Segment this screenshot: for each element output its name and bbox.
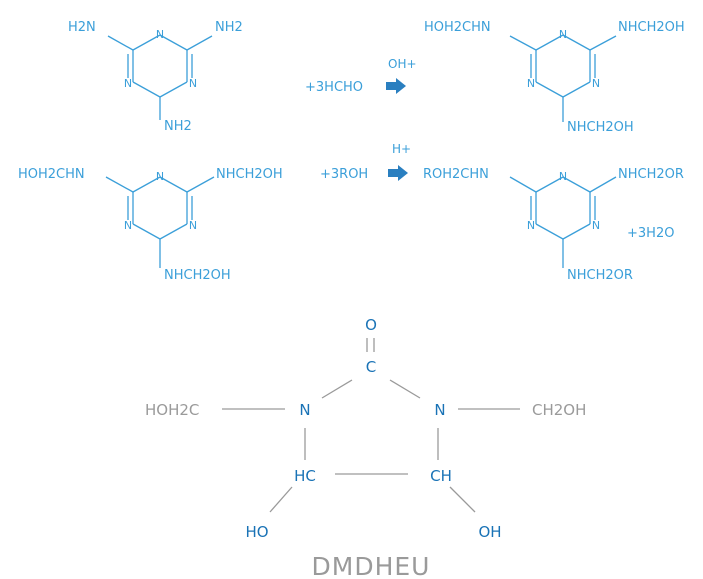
ring-n-right: N [592,77,600,90]
melamine-top-right: NH2 [215,20,243,35]
ring-n-right: N [189,77,197,90]
dmdheu-label: DMDHEU [312,552,431,579]
ring-n-right: N [189,219,197,232]
dmdheu-bonds [222,338,520,513]
melamine-bottom: NH2 [164,119,192,134]
dmdheu-right-group: CH2OH [532,401,586,419]
dmdheu-left-group: HOH2C [145,401,199,419]
ring-n-top: N [156,28,164,41]
arrow-icon [388,165,408,181]
ring-n-top: N [559,28,567,41]
dmdheu-hc: HC [294,467,316,485]
arrow-icon [386,78,406,94]
trimethylol-melamine-molecule-2 [105,176,215,268]
reaction2-reagent: +3ROH [320,167,368,182]
ring-n-left: N [527,219,535,232]
reaction1-catalyst: OH+ [388,57,417,71]
reaction2-catalyst: H+ [392,142,411,156]
dmdheu-oxygen: O [365,316,377,334]
reactant2-bottom: NHCH2OH [164,268,231,283]
product1-top-left: HOH2CHN [424,20,491,35]
dmdheu-n-right: N [434,401,445,419]
dmdheu-oh-left: HO [245,523,268,541]
product1-bottom: NHCH2OH [567,120,634,135]
dmdheu-n-left: N [299,401,310,419]
product2-top-right: NHCH2OR [618,167,684,182]
dmdheu-ch: CH [430,467,452,485]
product1-top-right: NHCH2OH [618,20,685,35]
ring-n-left: N [124,219,132,232]
ring-n-left: N [124,77,132,90]
dmdheu-carbon: C [366,358,376,376]
melamine-molecule [107,34,213,120]
dmdheu-oh-right: OH [478,523,501,541]
trimethylol-melamine-molecule [509,34,617,122]
reaction1-reagent: +3HCHO [305,80,363,95]
ring-n-top: N [156,170,164,183]
product2-bottom: NHCH2OR [567,268,633,283]
ring-n-right: N [592,219,600,232]
product2-top-left: ROH2CHN [423,167,489,182]
byproduct: +3H2O [627,226,674,241]
alkylated-melamine-molecule [509,176,617,268]
ring-n-left: N [527,77,535,90]
reactant2-top-right: NHCH2OH [216,167,283,182]
melamine-top-left: H2N [68,20,96,35]
reactant2-top-left: HOH2CHN [18,167,85,182]
ring-n-top: N [559,170,567,183]
